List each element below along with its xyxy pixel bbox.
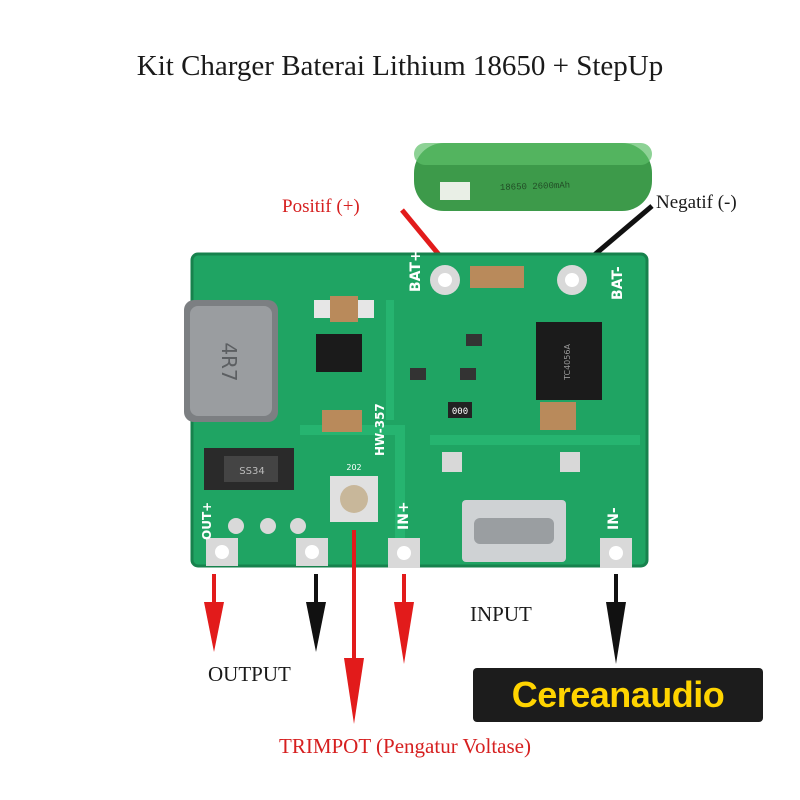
output-label: OUTPUT [208, 662, 291, 686]
negative-label: Negatif (-) [656, 192, 737, 213]
charger-ic [536, 322, 602, 400]
battery-18650: 18650 2600mAh [414, 143, 652, 211]
svg-text:202: 202 [346, 463, 361, 472]
output-plus-arrow [204, 574, 224, 652]
brand-text: Cereanaudio [511, 674, 725, 715]
positive-label: Positif (+) [282, 196, 360, 217]
brand-badge: Cereanaudio [473, 668, 763, 722]
svg-text:TC4056A: TC4056A [563, 344, 572, 381]
svg-text:HW-357: HW-357 [373, 403, 387, 456]
svg-text:BAT+: BAT+ [408, 250, 424, 292]
svg-text:IN-: IN- [606, 507, 622, 530]
boost-ic [316, 334, 362, 372]
svg-text:SS34: SS34 [239, 466, 264, 477]
input-minus-arrow [606, 574, 626, 664]
input-label: INPUT [470, 602, 532, 626]
input-plus-arrow [394, 574, 414, 664]
page-title: Kit Charger Baterai Lithium 18650 + Step… [136, 50, 664, 82]
svg-text:000: 000 [452, 407, 468, 417]
pcb-board: 4R7 SS34 TC4056A 000 202 [184, 250, 649, 568]
trimpot-label: TRIMPOT (Pengatur Voltase) [279, 734, 531, 758]
svg-text:18650 2600mAh: 18650 2600mAh [500, 181, 571, 193]
svg-text:OUT+: OUT+ [200, 502, 214, 540]
svg-text:IN+: IN+ [396, 501, 412, 530]
svg-text:BAT-: BAT- [610, 266, 626, 300]
output-minus-arrow [306, 574, 326, 652]
trimpot-arrow [344, 530, 364, 724]
svg-text:4R7: 4R7 [217, 342, 241, 381]
